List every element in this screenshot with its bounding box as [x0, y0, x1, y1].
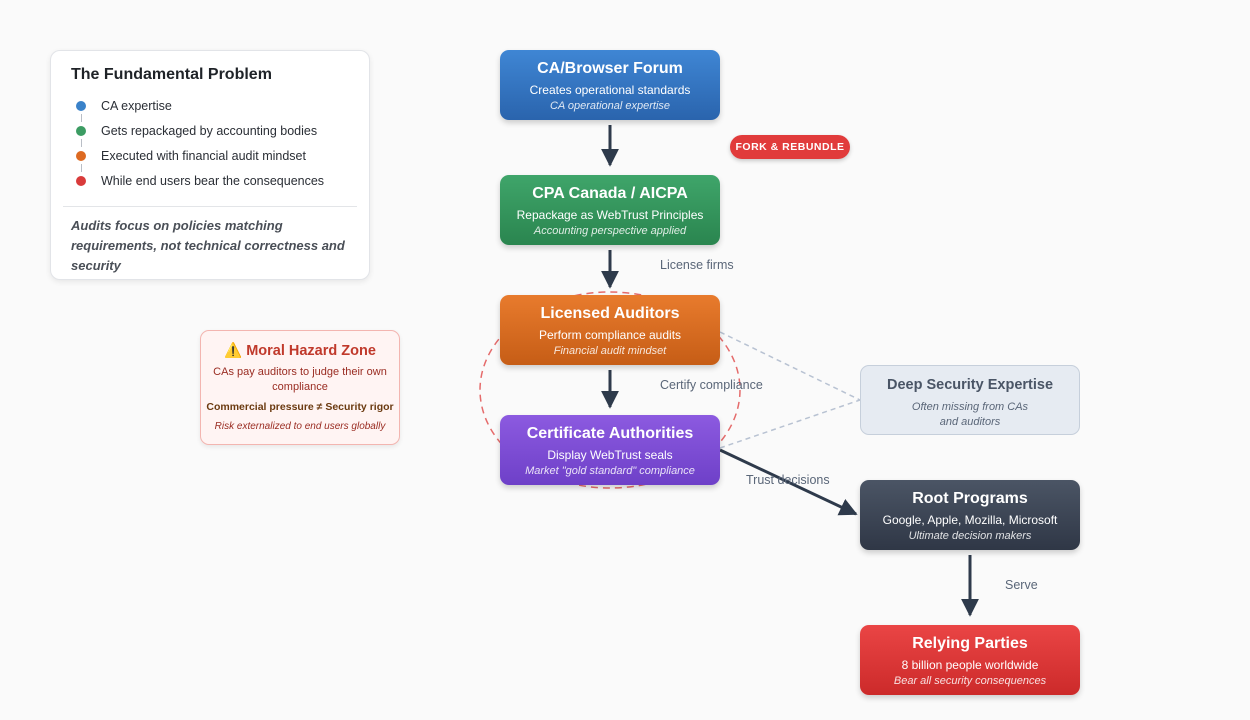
node-subtitle: Creates operational standards [529, 83, 691, 97]
hazard-line-3: Risk externalized to end users globally [214, 421, 386, 432]
node-title: Certificate Authorities [526, 425, 694, 442]
node-note: Often missing from CAs and auditors [911, 401, 1029, 428]
legend-connector [80, 114, 82, 122]
node-subtitle: Display WebTrust seals [547, 448, 673, 462]
node-root-programs: Root Programs Google, Apple, Mozilla, Mi… [860, 480, 1080, 550]
node-note: CA operational expertise [549, 100, 671, 112]
edge-label-serve: Serve [1005, 578, 1038, 592]
legend-item: Executed with financial audit mindset [101, 149, 306, 163]
node-note: Financial audit mindset [553, 345, 667, 357]
node-deep-security-expertise: Deep Security Expertise Often missing fr… [860, 365, 1080, 435]
node-title: Deep Security Expertise [886, 377, 1054, 393]
moral-hazard-box: ⚠️ Moral Hazard Zone CAs pay auditors to… [200, 330, 400, 445]
node-relying-parties: Relying Parties 8 billion people worldwi… [860, 625, 1080, 695]
legend-item: CA expertise [101, 99, 172, 113]
node-licensed-auditors: Licensed Auditors Perform compliance aud… [500, 295, 720, 365]
edge-label-license: License firms [660, 258, 734, 272]
legend-card: The Fundamental Problem CA expertise Get… [50, 50, 370, 280]
legend-dot-green [76, 126, 86, 136]
node-subtitle: 8 billion people worldwide [901, 658, 1039, 672]
legend-item: While end users bear the consequences [101, 174, 325, 188]
node-title: Root Programs [912, 490, 1028, 507]
hazard-line-1: CAs pay auditors to judge their own comp… [213, 366, 387, 393]
node-subtitle: Repackage as WebTrust Principles [516, 208, 704, 222]
edge-label-certify: Certify compliance [660, 378, 763, 392]
deep-link-ca [719, 399, 861, 449]
node-title: Relying Parties [912, 635, 1028, 652]
legend-dot-red [76, 176, 86, 186]
legend-connector [80, 139, 82, 147]
node-note: Ultimate decision makers [908, 530, 1032, 542]
hazard-ellipse [479, 291, 741, 489]
node-title: CPA Canada / AICPA [532, 185, 688, 202]
node-note: Accounting perspective applied [533, 225, 687, 237]
node-cpa-aicpa: CPA Canada / AICPA Repackage as WebTrust… [500, 175, 720, 245]
node-certificate-authorities: Certificate Authorities Display WebTrust… [500, 415, 720, 485]
node-note: Market "gold standard" compliance [525, 465, 695, 477]
arrow-ca-root [719, 448, 858, 516]
legend-note: Audits focus on policies matching requir… [71, 218, 345, 273]
node-ca-browser-forum: CA/Browser Forum Creates operational sta… [500, 50, 720, 120]
node-subtitle: Perform compliance audits [538, 328, 682, 342]
legend-divider [63, 206, 357, 207]
legend-connector [80, 164, 82, 172]
hazard-title: ⚠️ Moral Hazard Zone [224, 343, 376, 359]
hazard-line-2: Commercial pressure ≠ Security rigor [206, 401, 394, 413]
legend-title: The Fundamental Problem [71, 66, 272, 83]
deep-link-auditors [719, 331, 861, 401]
legend-dot-orange [76, 151, 86, 161]
edge-label-trust: Trust decisions [746, 473, 830, 487]
node-note: Bear all security consequences [893, 675, 1047, 687]
node-title: CA/Browser Forum [537, 60, 683, 77]
fork-rebundle-badge: FORK & REBUNDLE [730, 135, 850, 159]
warning-icon: ⚠️ [224, 343, 243, 359]
legend-dot-blue [76, 101, 86, 111]
legend-item: Gets repackaged by accounting bodies [101, 124, 318, 138]
node-subtitle: Google, Apple, Mozilla, Microsoft [882, 513, 1058, 527]
node-title: Licensed Auditors [540, 305, 680, 322]
